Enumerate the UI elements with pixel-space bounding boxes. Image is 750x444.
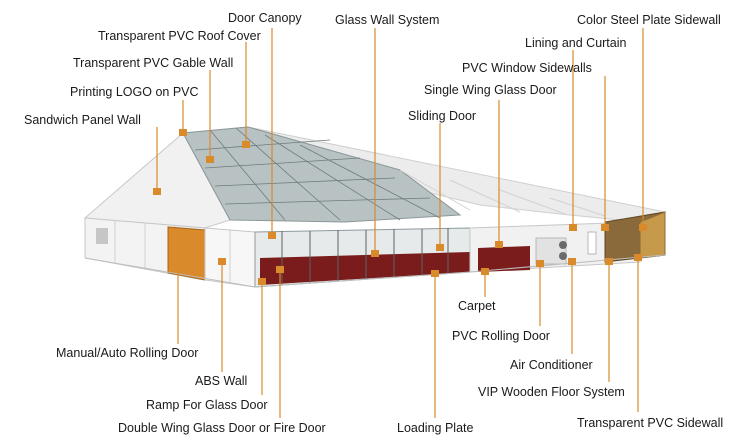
label-door-canopy: Door Canopy <box>228 11 302 25</box>
label-sandwich-panel-wall: Sandwich Panel Wall <box>24 113 141 127</box>
leader-lines <box>156 28 644 418</box>
label-loading-plate: Loading Plate <box>397 421 474 435</box>
label-carpet: Carpet <box>458 299 496 313</box>
label-sliding-door: Sliding Door <box>408 109 477 123</box>
label-transparent-pvc-gable-wall: Transparent PVC Gable Wall <box>73 56 234 70</box>
label-glass-wall-system: Glass Wall System <box>335 13 440 27</box>
label-color-steel-plate-sidewall: Color Steel Plate Sidewall <box>577 13 721 27</box>
label-transparent-pvc-sidewall: Transparent PVC Sidewall <box>577 416 724 430</box>
leader-markers <box>153 129 647 285</box>
transparent-roof-section <box>182 126 462 223</box>
label-lining-and-curtain: Lining and Curtain <box>525 36 627 50</box>
roof-grid <box>194 127 441 221</box>
label-manual-auto-rolling-door: Manual/Auto Rolling Door <box>56 346 199 360</box>
label-pvc-window-sidewalls: PVC Window Sidewalls <box>462 61 592 75</box>
label-single-wing-glass-door: Single Wing Glass Door <box>424 83 557 97</box>
label-ramp-for-glass-door: Ramp For Glass Door <box>146 398 268 412</box>
red-carpet-interior <box>260 252 470 285</box>
label-printing-logo-on-pvc: Printing LOGO on PVC <box>70 85 199 99</box>
label-abs-wall: ABS Wall <box>195 374 248 388</box>
orange-rolling-door-shape <box>167 226 206 281</box>
label-pvc-rolling-door: PVC Rolling Door <box>452 329 550 343</box>
label-transparent-pvc-roof-cover: Transparent PVC Roof Cover <box>98 29 261 43</box>
label-double-wing-glass-door-or-fire-door: Double Wing Glass Door or Fire Door <box>118 421 326 435</box>
label-vip-wooden-floor-system: VIP Wooden Floor System <box>478 385 625 399</box>
label-air-conditioner: Air Conditioner <box>510 358 593 372</box>
